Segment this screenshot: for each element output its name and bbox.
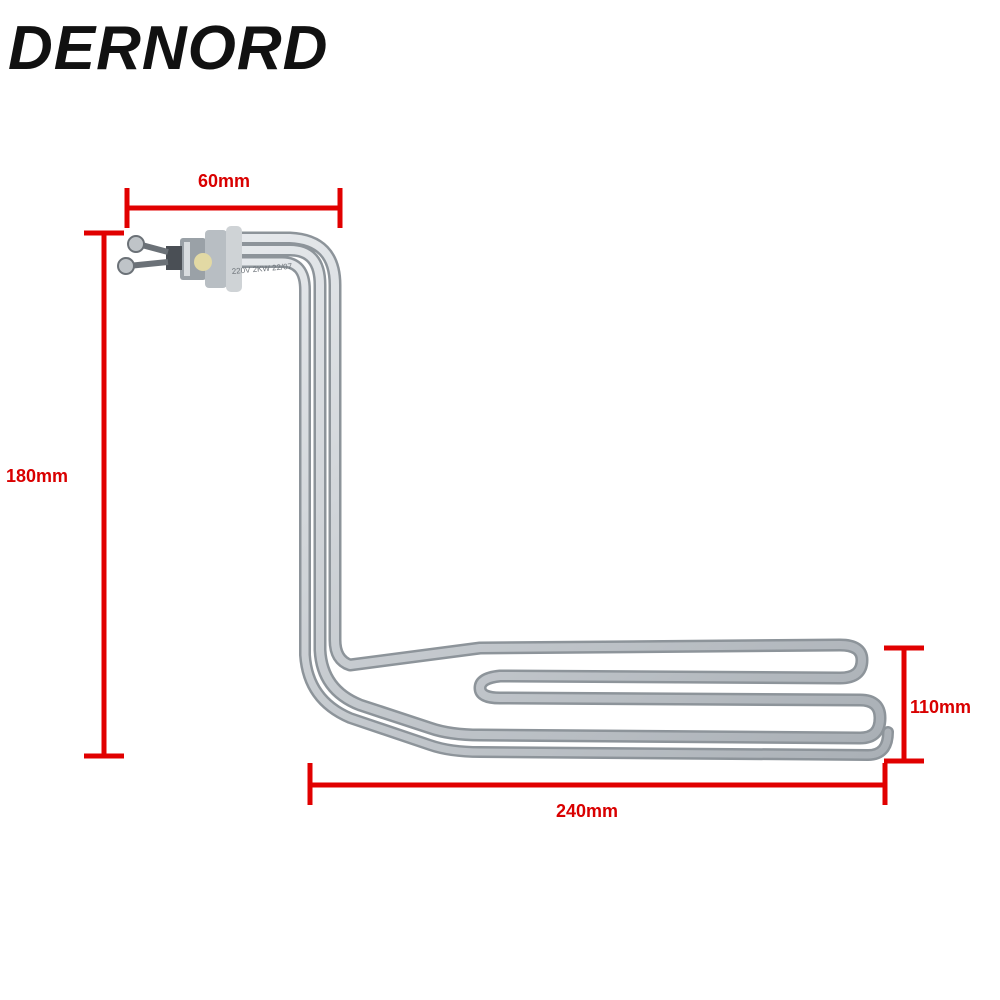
dimension-lines bbox=[84, 188, 924, 805]
tube-outer bbox=[223, 231, 887, 745]
dimension-label-240mm: 240mm bbox=[556, 801, 619, 821]
dimension-label-60mm: 60mm bbox=[198, 171, 251, 191]
dimension-label-180mm: 180mm bbox=[6, 466, 69, 486]
dimension-label-110mm: 110mm bbox=[910, 697, 972, 717]
terminal-screws bbox=[117, 235, 169, 275]
brand-logo: DERNORD bbox=[8, 14, 329, 83]
flange-fitting bbox=[166, 226, 242, 292]
heating-element bbox=[223, 231, 894, 761]
